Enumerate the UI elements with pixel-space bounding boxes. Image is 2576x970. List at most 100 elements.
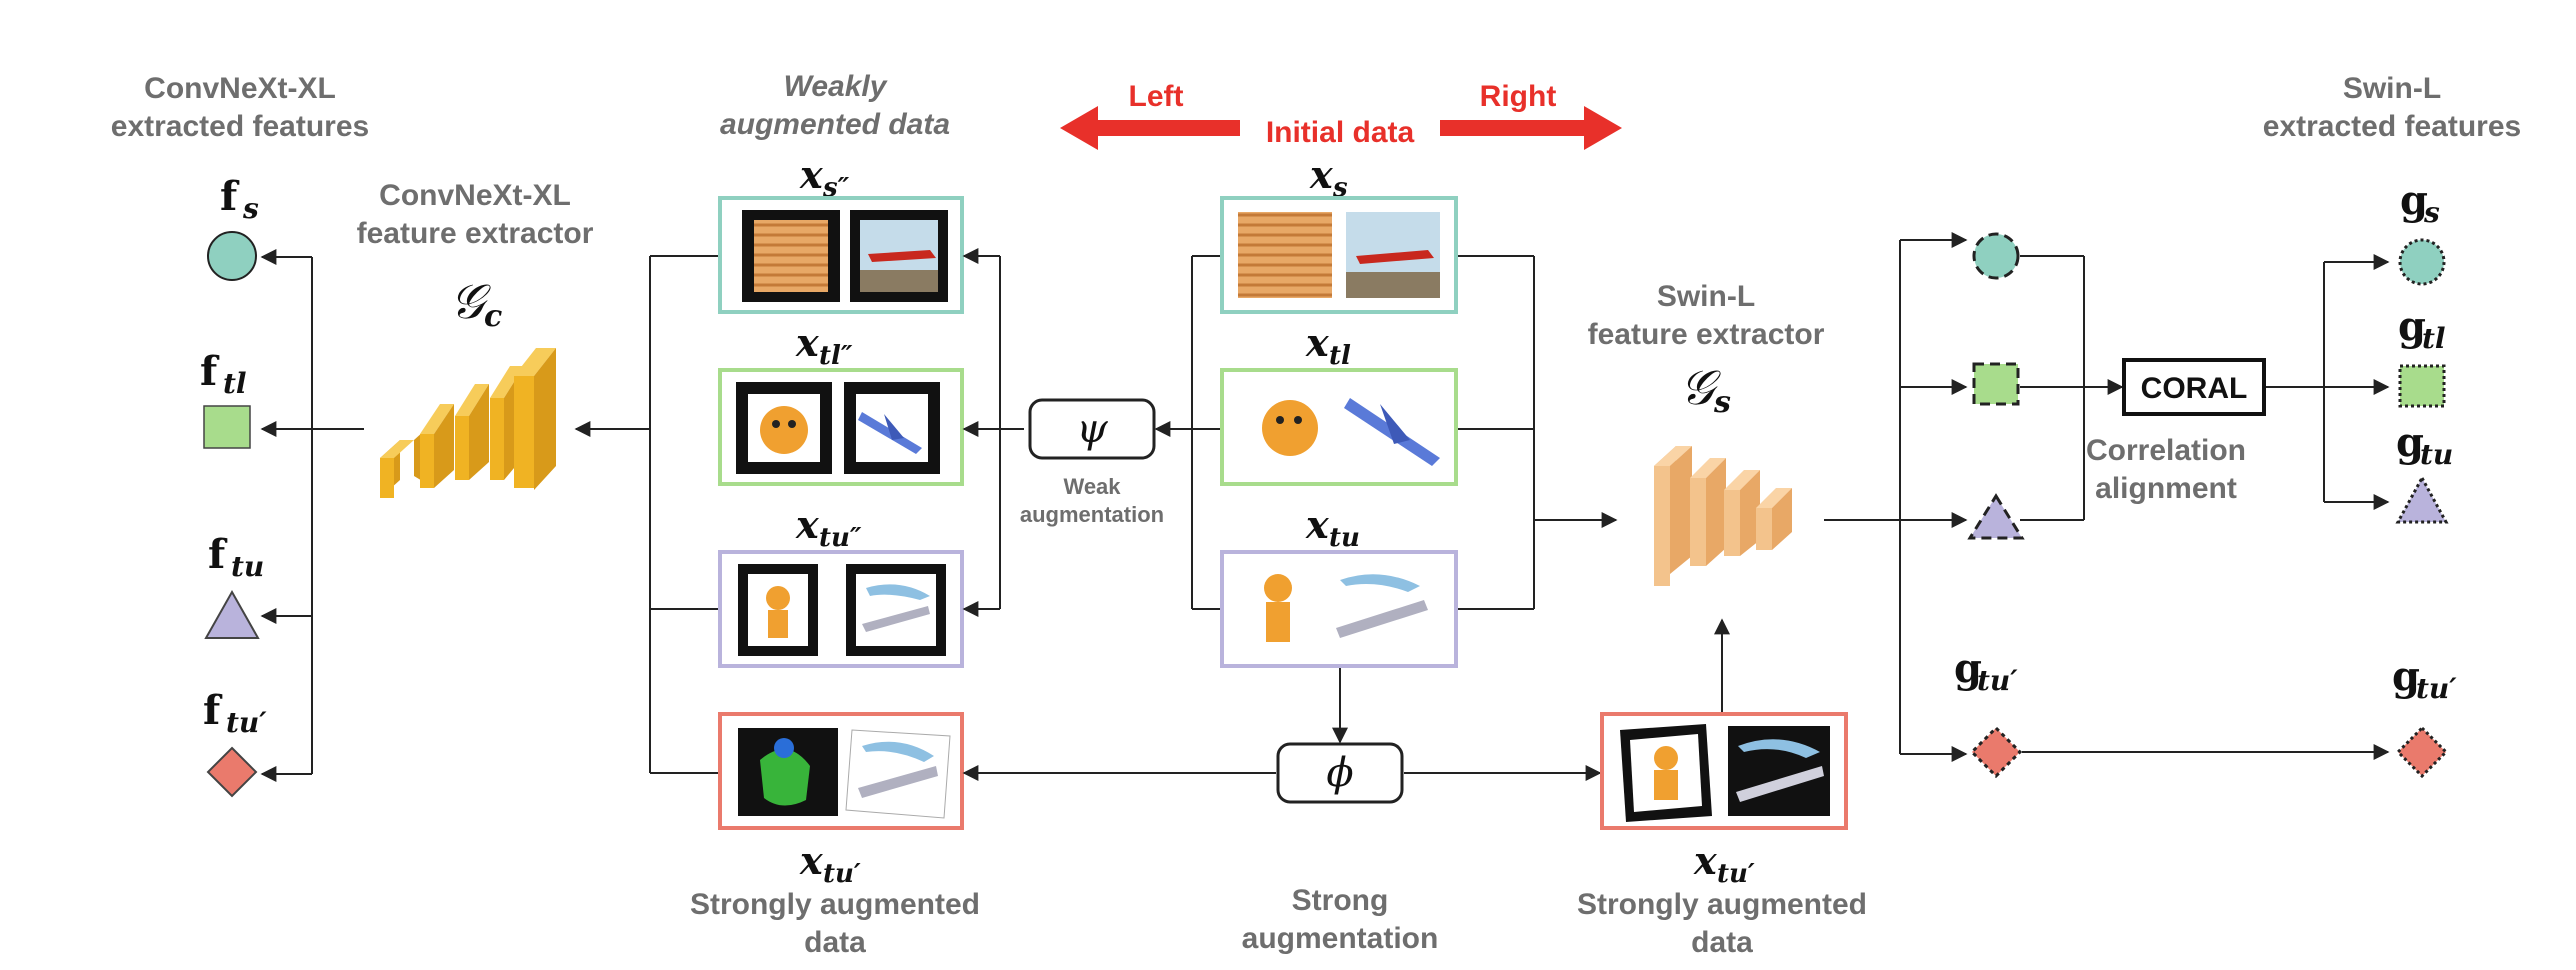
- rotated-cat-icon: [1654, 746, 1678, 770]
- rotated-plane-icon: [858, 766, 938, 798]
- strong-left-label-base: x: [799, 838, 824, 883]
- left-features-title-line2: extracted features: [111, 110, 369, 143]
- convnext-symbol-sub: c: [484, 299, 502, 334]
- xtu-label-sub: tu: [1329, 523, 1360, 553]
- xs-label-sub: s: [1332, 173, 1348, 203]
- xtl-label-sub: tl: [1329, 341, 1351, 371]
- xtl-label-base: x: [1305, 320, 1330, 365]
- feature-label-ftl-sub: tl: [223, 367, 247, 400]
- sketch-cat-icon: [1264, 574, 1292, 602]
- strong-right-label-base: x: [1693, 838, 1718, 883]
- gs-pre-circle-icon: [1972, 232, 2020, 280]
- weak-augmentation-label-line2: augmentation: [1020, 502, 1164, 527]
- xs2-label-base: x: [799, 152, 824, 197]
- strong-right-caption-line1: Strongly augmented: [1577, 888, 1867, 921]
- gtl-label-sub: tl: [2422, 322, 2446, 355]
- swin-label-line1: Swin-L: [1657, 280, 1755, 313]
- weak-source-box: [718, 196, 964, 314]
- weak-data-label-line1: Weakly: [784, 70, 888, 103]
- swin-network-icon: [1654, 446, 1792, 586]
- initial-target-labeled-box: [1220, 368, 1458, 486]
- feature-label-ftu-base: f: [208, 531, 228, 578]
- gtu-pre-triangle-icon: [1967, 493, 2025, 540]
- coral-caption-line1: Correlation: [2086, 434, 2246, 467]
- right-features-title-line1: Swin-L: [2343, 72, 2441, 105]
- weak-target-labeled-box: [718, 368, 964, 486]
- gtl-label-base: g: [2398, 303, 2426, 350]
- coral-box: [2122, 358, 2266, 416]
- swin-label-line2: feature extractor: [1588, 318, 1825, 351]
- ftl-square-icon: [203, 405, 251, 449]
- weak-data-label-line2: augmented data: [720, 108, 950, 141]
- xs-label-base: x: [1309, 152, 1334, 197]
- coral-box-label: CORAL: [2141, 372, 2248, 405]
- initial-data-label: Initial data: [1266, 116, 1415, 149]
- sketch-cat-icon: [766, 586, 790, 610]
- xtu2-label-base: x: [795, 502, 820, 547]
- cartoon-cat-icon: [1262, 400, 1318, 456]
- initial-source-box: [1220, 196, 1458, 314]
- feature-label-ftu-sub: tu: [231, 550, 264, 583]
- convnext-symbol-base: 𝒢: [450, 274, 491, 330]
- inverted-plane-icon: [1736, 766, 1824, 802]
- gtu-label-base: g: [2396, 419, 2424, 466]
- right-arrow-label: Right: [1480, 80, 1557, 113]
- swin-symbol-sub: s: [1713, 385, 1731, 420]
- strong-right-caption-line2: data: [1691, 926, 1753, 959]
- feature-label-fs-sub: s: [242, 192, 259, 225]
- ftu-triangle-icon: [204, 589, 260, 639]
- feature-label-ftl-base: f: [200, 348, 220, 395]
- feature-label-fs-base: f: [220, 173, 240, 220]
- gtu-prime-diamond-icon: [2395, 725, 2449, 779]
- gs-circle-icon: [2398, 238, 2446, 286]
- weak-augmentation-operator: [1028, 398, 1156, 460]
- initial-target-unlabeled-box: [1220, 550, 1458, 668]
- left-arrow-icon: [1060, 106, 1240, 150]
- ftu-prime-diamond-icon: [206, 746, 258, 798]
- strong-left-label-sub: tu′: [823, 859, 861, 889]
- cartoon-cat-icon: [760, 406, 808, 454]
- weak-augmentation-symbol: ψ: [1076, 406, 1108, 452]
- xtu2-label-sub: tu″: [819, 523, 862, 553]
- standalone-gtu-prime-base: g: [1954, 645, 1982, 692]
- strong-left-box: [718, 712, 964, 830]
- gtu-label-sub: tu: [2420, 438, 2453, 471]
- left-features-title-line1: ConvNeXt-XL: [144, 72, 336, 105]
- left-arrow-label: Left: [1129, 80, 1184, 113]
- strong-left-caption-line1: Strongly augmented: [690, 888, 980, 921]
- gs-label-sub: s: [2423, 196, 2440, 229]
- convnext-network-icon: [380, 348, 556, 498]
- swin-symbol-base: 𝒢: [1680, 360, 1721, 416]
- gtu-triangle-icon: [2395, 474, 2449, 524]
- feature-label-ftu-prime-sub: tu′: [226, 706, 267, 739]
- xtl2-label-base: x: [795, 320, 820, 365]
- strong-augmentation-label-line2: augmentation: [1242, 922, 1439, 955]
- gtu-prime-label-sub: tu′: [2416, 672, 2457, 705]
- coral-caption-line2: alignment: [2095, 472, 2237, 505]
- convnext-label-line2: feature extractor: [357, 217, 594, 250]
- fs-circle-icon: [207, 231, 257, 281]
- xtl2-label-sub: tl″: [819, 341, 853, 371]
- sketch-plane-icon: [862, 606, 930, 632]
- strong-right-box: [1600, 712, 1848, 830]
- strong-augmentation-label-line1: Strong: [1292, 884, 1389, 917]
- gtl-pre-square-icon: [1972, 362, 2020, 406]
- gs-label-base: g: [2400, 177, 2428, 224]
- standalone-gtu-prime-sub: tu′: [1977, 664, 2018, 697]
- xtu-label-base: x: [1305, 502, 1330, 547]
- cat-photo-icon: [1238, 212, 1332, 298]
- gtu-prime-pre-diamond-icon: [1969, 725, 2023, 779]
- sketch-plane-icon: [1336, 600, 1428, 638]
- strong-left-caption-line2: data: [804, 926, 866, 959]
- right-features-title-line2: extracted features: [2263, 110, 2521, 143]
- right-arrow-icon: [1440, 106, 1622, 150]
- gtu-prime-label-base: g: [2392, 653, 2420, 700]
- strong-augmentation-symbol: ϕ: [1326, 750, 1353, 796]
- feature-label-ftu-prime-base: f: [203, 687, 223, 734]
- gtl-square-icon: [2398, 364, 2446, 408]
- convnext-label-line1: ConvNeXt-XL: [379, 179, 571, 212]
- inverted-cat-icon: [760, 749, 810, 806]
- weak-target-unlabeled-box: [718, 550, 964, 668]
- strong-augmentation-operator: [1276, 742, 1404, 804]
